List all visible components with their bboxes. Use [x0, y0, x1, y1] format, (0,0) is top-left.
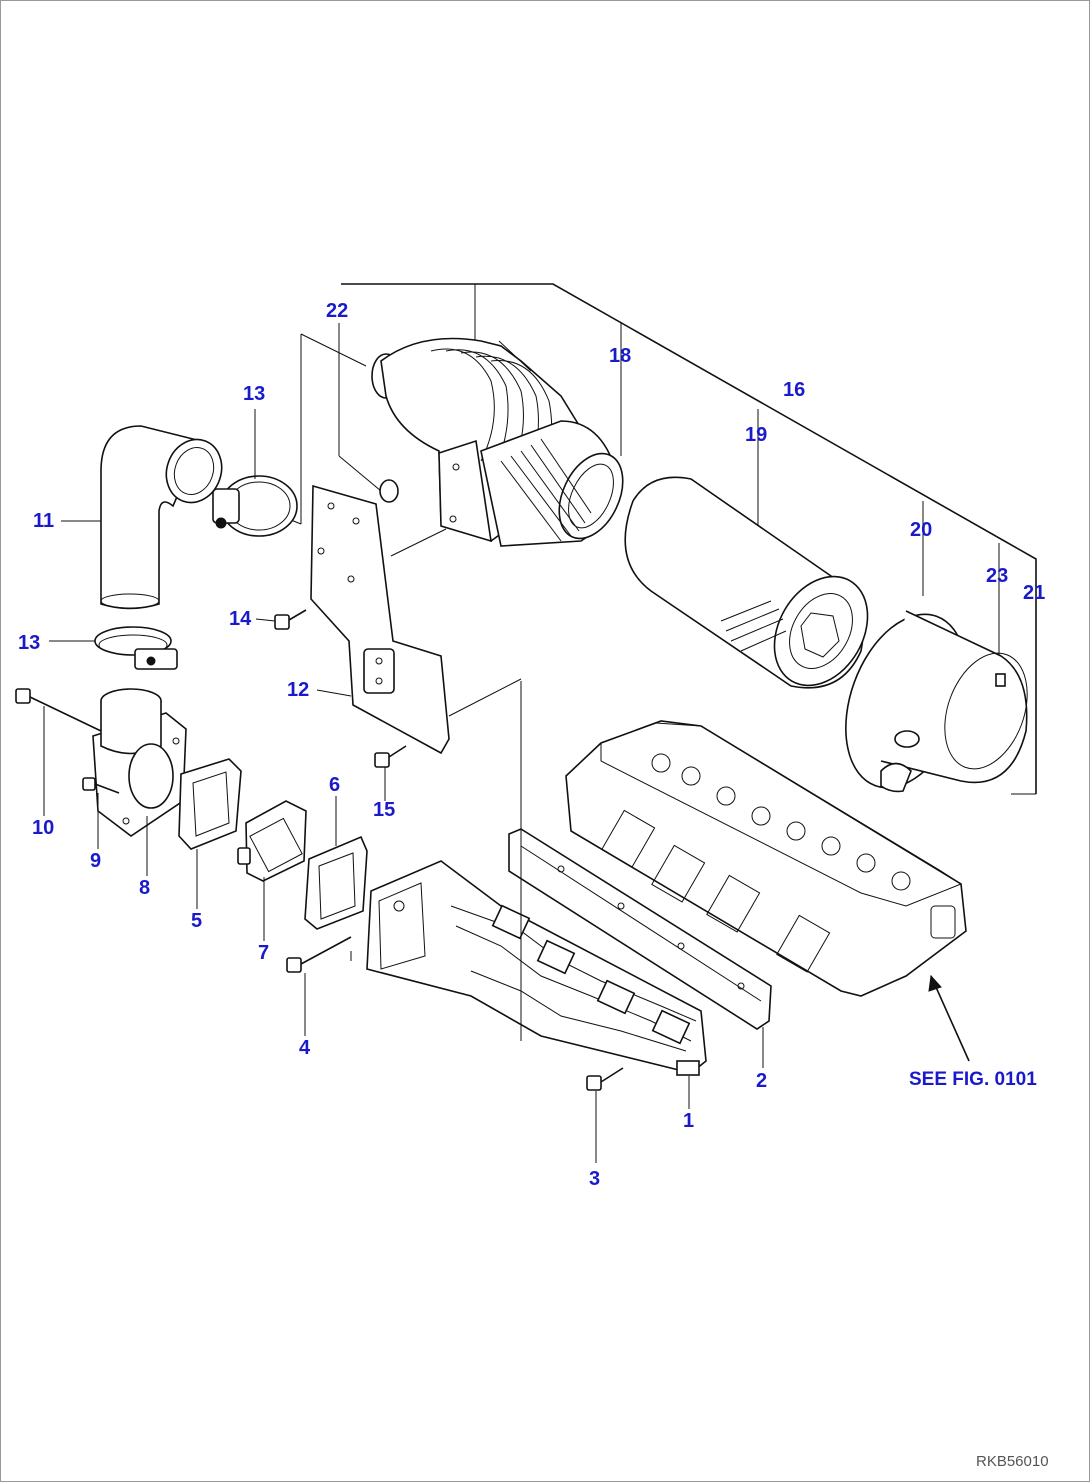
manifold-gasket-part [508, 681, 772, 1041]
bolt-4 [286, 936, 352, 973]
callout-9[interactable]: 9 [90, 850, 102, 872]
callout-3[interactable]: 3 [589, 1168, 601, 1190]
bolt-15 [374, 745, 407, 768]
elbow-hose-part [100, 425, 223, 610]
callout-13-upper[interactable]: 13 [243, 383, 266, 405]
callout-2[interactable]: 2 [756, 1070, 768, 1092]
bolt-9 [82, 777, 120, 794]
callout-20[interactable]: 20 [910, 519, 933, 541]
callout-13-lower[interactable]: 13 [18, 632, 41, 654]
gasket-5 [178, 758, 242, 850]
intake-manifold-part [366, 860, 707, 1076]
inlet-connector-part [92, 688, 187, 837]
callout-8[interactable]: 8 [139, 877, 151, 899]
callout-19[interactable]: 19 [745, 424, 768, 446]
bolt-10 [15, 688, 102, 732]
callout-23[interactable]: 23 [986, 565, 1009, 587]
callout-16[interactable]: 16 [783, 379, 806, 401]
callout-18[interactable]: 18 [609, 345, 632, 367]
callout-22[interactable]: 22 [326, 300, 349, 322]
drawing-code: RKB56010 [976, 1453, 1049, 1470]
gasket-6 [304, 835, 368, 930]
callout-7[interactable]: 7 [258, 942, 270, 964]
callout-21[interactable]: 21 [1023, 582, 1046, 604]
callout-14[interactable]: 14 [229, 608, 252, 630]
callout-4[interactable]: 4 [299, 1037, 311, 1059]
hose-clamp-upper [212, 475, 298, 537]
callout-10[interactable]: 10 [32, 817, 55, 839]
callout-1[interactable]: 1 [683, 1110, 695, 1132]
leader-lines [43, 409, 764, 1163]
intake-heater-part [237, 800, 307, 882]
hose-clamp-lower [94, 626, 178, 670]
callout-11[interactable]: 11 [33, 510, 55, 532]
callout-15[interactable]: 15 [373, 799, 396, 821]
callout-6[interactable]: 6 [329, 774, 341, 796]
mounting-bracket-part [310, 484, 522, 755]
cylinder-head-part [565, 720, 970, 1062]
callout-5[interactable]: 5 [191, 910, 203, 932]
inner-element-part [480, 420, 624, 547]
see-figure-reference[interactable]: SEE FIG. 0101 [909, 1069, 1037, 1090]
bolt-14 [274, 609, 307, 630]
callout-12[interactable]: 12 [287, 679, 310, 701]
bolt-3 [586, 1067, 624, 1091]
assembly-bracket-lines [280, 283, 1037, 795]
cleaner-cover-part [845, 610, 1028, 793]
outer-element-part [624, 476, 869, 689]
